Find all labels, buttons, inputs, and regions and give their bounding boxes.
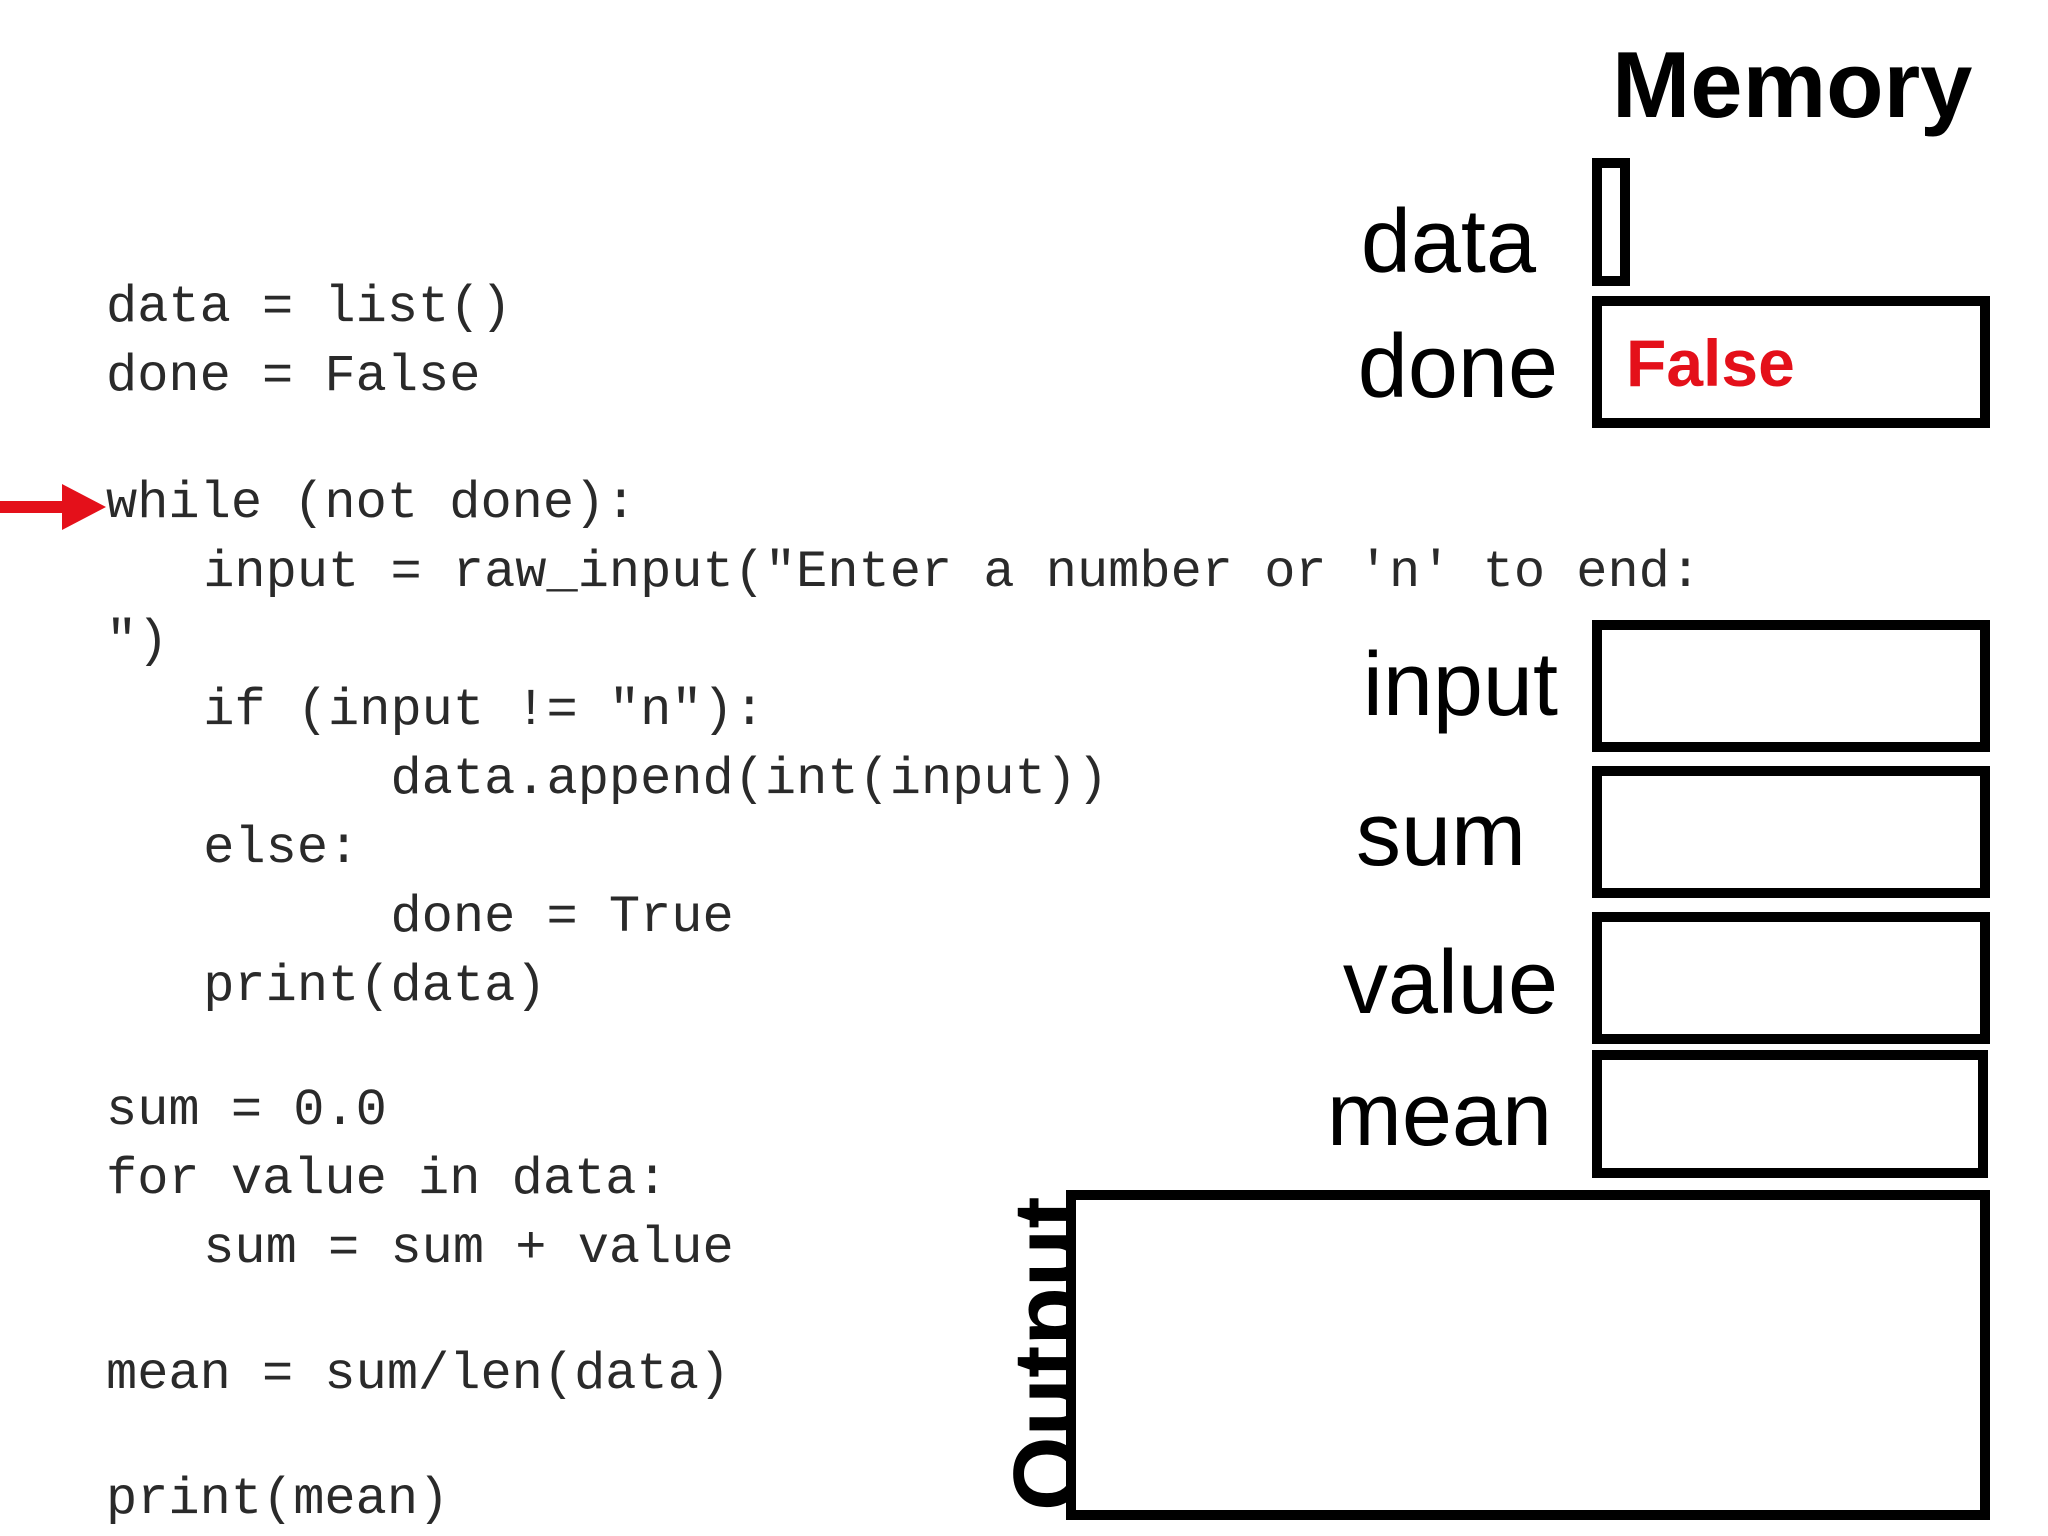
memory-label-value: value: [1342, 933, 1558, 1033]
code-line: if (input != "n"):: [16, 681, 765, 740]
memory-value-done: False: [1626, 326, 1795, 400]
memory-box-value: [1592, 912, 1990, 1044]
code-line: "): [106, 612, 169, 671]
code-line: data = list(): [106, 278, 512, 337]
code-line: data.append(int(input)): [16, 750, 1109, 809]
code-line: input = raw_input("Enter a number or 'n'…: [16, 543, 1702, 602]
code-line: done = True: [16, 888, 734, 947]
memory-box-mean: [1592, 1050, 1988, 1178]
code-line: mean = sum/len(data): [106, 1345, 731, 1404]
code-line: sum = 0.0: [106, 1081, 387, 1140]
memory-label-input: input: [1362, 635, 1558, 735]
code-line: print(mean): [106, 1470, 450, 1529]
memory-title: Memory: [1612, 32, 1973, 137]
code-line: else:: [16, 819, 360, 878]
memory-label-mean: mean: [1326, 1065, 1552, 1165]
output-box: [1066, 1190, 1990, 1520]
memory-label-data: data: [1360, 192, 1536, 292]
execution-pointer-arrow-icon: [0, 484, 106, 530]
code-line: print(data): [16, 957, 547, 1016]
code-line: sum = sum + value: [16, 1219, 734, 1278]
memory-box-input: [1592, 620, 1990, 752]
code-line: while (not done):: [106, 474, 637, 533]
memory-label-done: done: [1357, 317, 1558, 417]
code-line: done = False: [106, 347, 481, 406]
memory-label-sum: sum: [1355, 785, 1526, 885]
memory-box-done: False: [1592, 296, 1990, 428]
memory-box-data: [1592, 158, 1630, 286]
memory-box-sum: [1592, 766, 1990, 898]
code-line: for value in data:: [106, 1150, 668, 1209]
